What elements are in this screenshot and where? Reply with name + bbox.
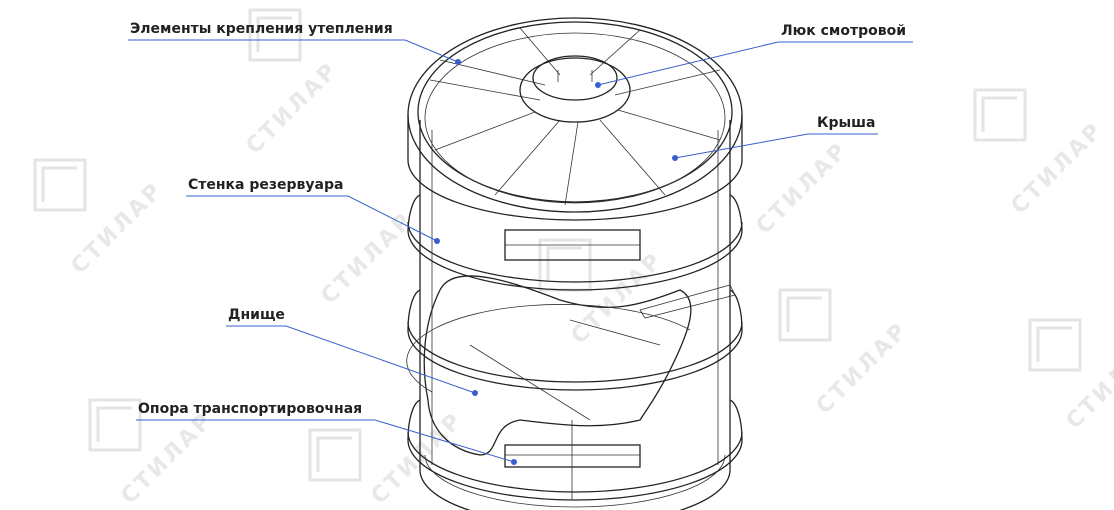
inspection-hatch <box>519 55 631 123</box>
marker-dot <box>672 155 678 161</box>
leader-bottom <box>226 325 476 394</box>
marker-dot <box>511 459 517 465</box>
watermark-logos <box>33 8 1082 482</box>
marker-dot <box>455 59 461 65</box>
roof <box>407 17 743 221</box>
label-roof: Крыша <box>817 115 876 131</box>
label-bottom: Днище <box>228 307 285 323</box>
cutaway-opening <box>406 275 736 456</box>
leader-wall <box>186 195 438 242</box>
label-transport-support: Опора транспортировочная <box>138 401 363 417</box>
leader-roof <box>674 133 878 159</box>
roof-ribs <box>429 27 721 206</box>
label-insulation-fasteners: Элементы крепления утепления <box>130 21 393 37</box>
marker-dot <box>595 82 601 88</box>
marker-dot <box>434 238 440 244</box>
leader-support <box>136 419 515 463</box>
transport-support <box>504 229 641 500</box>
stiffening-rings <box>407 194 743 501</box>
label-inspection-hatch: Люк смотровой <box>781 23 907 39</box>
marker-dot <box>472 390 478 396</box>
leader-insulation <box>128 39 459 63</box>
label-tank-wall: Стенка резервуара <box>188 177 344 193</box>
tank-wall <box>419 120 731 510</box>
leader-hatch <box>597 41 913 86</box>
